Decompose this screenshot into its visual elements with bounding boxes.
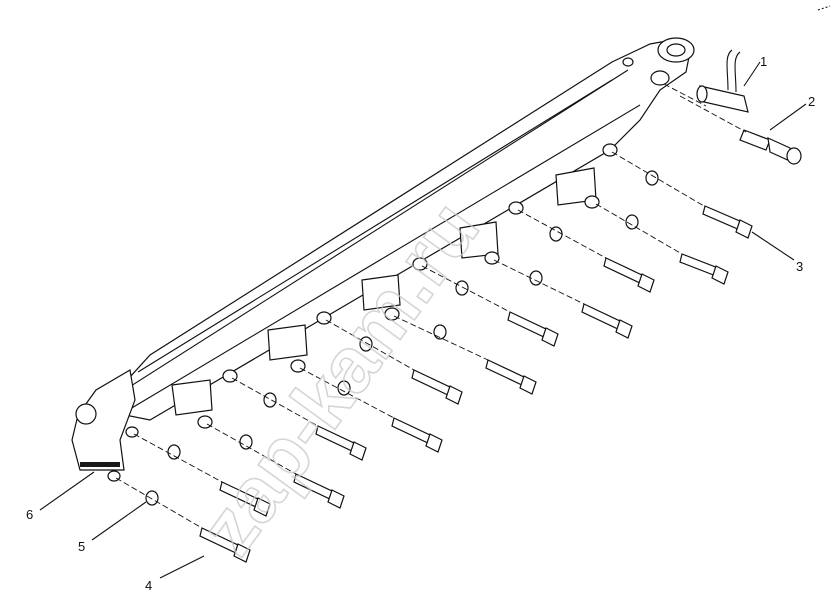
- callout-label-1: 1: [760, 54, 767, 69]
- leader-lines: [39, 61, 807, 579]
- callout-label-5: 5: [78, 539, 85, 554]
- assembly-axes: [115, 83, 747, 529]
- temperature-sensor: [739, 129, 802, 165]
- callout-label-6: 6: [26, 507, 33, 522]
- bolts: [199, 205, 753, 563]
- exhaust-manifold: [71, 37, 695, 482]
- tube-fitting: [696, 49, 749, 113]
- callout-label-2: 2: [808, 94, 815, 109]
- washers: [145, 170, 659, 506]
- callout-label-4: 4: [145, 578, 152, 593]
- callout-label-3: 3: [796, 259, 803, 274]
- corner-mark: [817, 5, 831, 11]
